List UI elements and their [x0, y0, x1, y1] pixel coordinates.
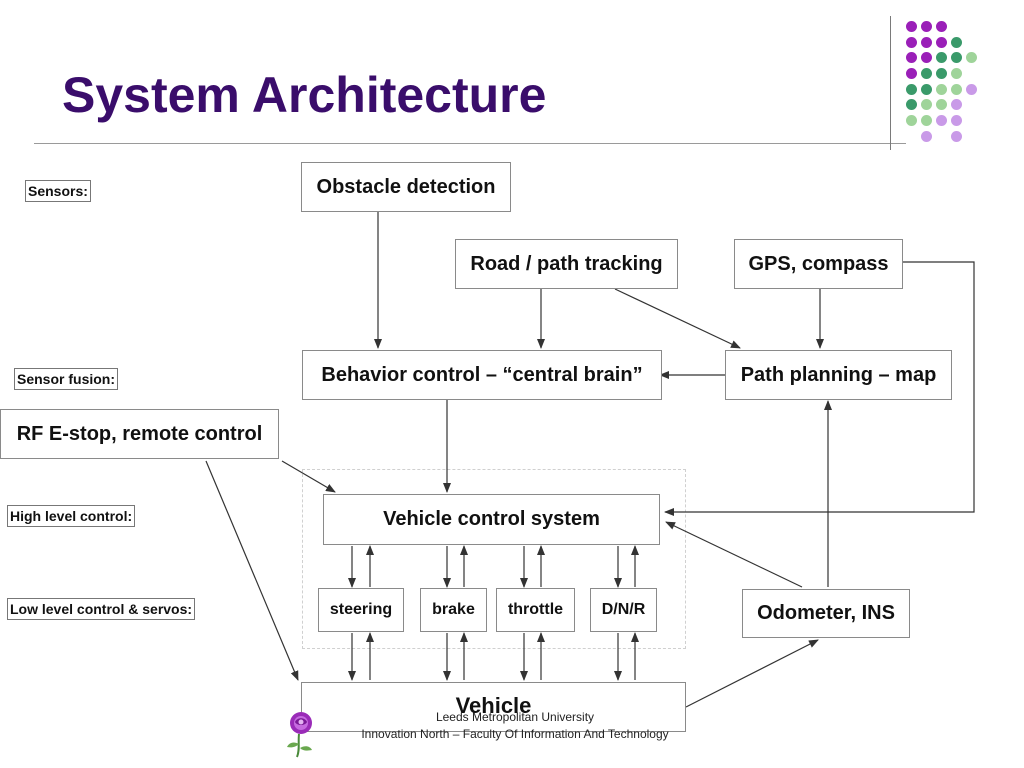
footer-university: Leeds Metropolitan University	[435, 710, 595, 724]
arrow-rf-to-vehicle	[205, 460, 299, 681]
block-steering: steering	[318, 588, 404, 632]
level-label-low-level-control: Low level control & servos:	[7, 598, 196, 620]
block-vehicle-control-system: Vehicle control system	[323, 494, 660, 545]
block-brake: brake	[420, 588, 487, 632]
block-path-planning: Path planning – map	[725, 350, 952, 400]
arrow-rf-to-vcs	[281, 460, 336, 493]
title-divider	[34, 143, 906, 144]
block-road-path-tracking: Road / path tracking	[455, 239, 678, 289]
level-label-sensors: Sensors:	[25, 180, 91, 202]
arrow-vehicle-to-odometer	[685, 639, 819, 708]
arrow-road-to-path-planning	[614, 288, 741, 349]
arrow-gps-to-vcs	[664, 261, 975, 516]
block-obstacle-detection: Obstacle detection	[301, 162, 511, 212]
university-logo-rose	[287, 712, 312, 758]
block-dnr: D/N/R	[590, 588, 657, 632]
block-rf-estop: RF E-stop, remote control	[0, 409, 279, 459]
low-level-control-group	[302, 469, 686, 649]
block-vehicle: Vehicle	[301, 682, 686, 732]
footer-faculty: Innovation North – Faculty Of Informatio…	[361, 727, 669, 741]
level-label-sensor-fusion: Sensor fusion:	[14, 368, 119, 390]
arrow-odometer-to-vcs	[665, 521, 803, 588]
level-label-high-level-control: High level control:	[7, 505, 136, 527]
block-throttle: throttle	[496, 588, 575, 632]
block-odometer-ins: Odometer, INS	[742, 589, 910, 638]
slide-title: System Architecture	[62, 67, 547, 123]
header-vertical-divider	[890, 16, 891, 150]
block-gps-compass: GPS, compass	[734, 239, 903, 289]
block-behavior-control: Behavior control – “central brain”	[302, 350, 662, 400]
